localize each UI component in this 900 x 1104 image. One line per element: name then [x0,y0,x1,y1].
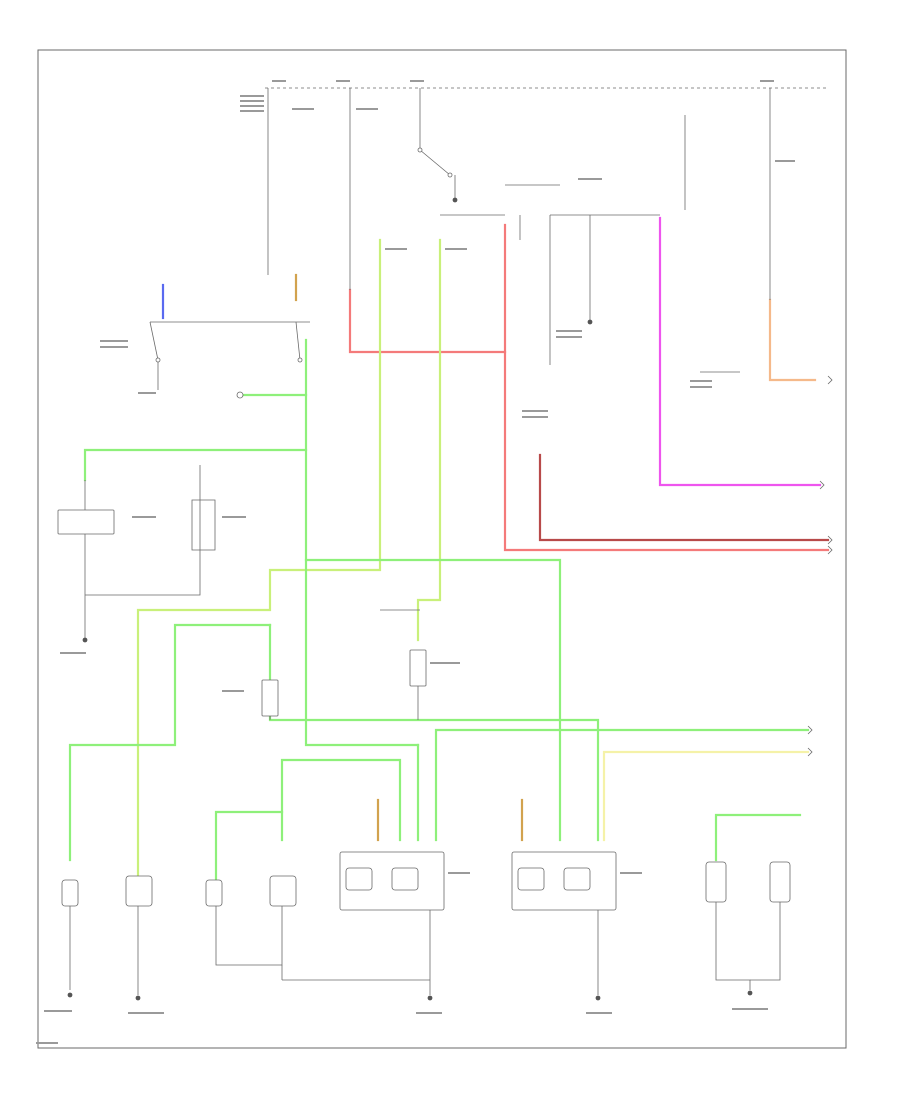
dark-red-wires [538,453,830,542]
ground-symbols [67,197,753,1001]
diagram-frame [37,49,847,1049]
yellow-green-wires [136,238,442,882]
components [57,147,791,911]
label-marks [36,80,795,1044]
connector-arrows [807,375,833,757]
tan-wires [294,273,524,842]
light-yellow-wires [602,750,810,842]
red-wires [348,223,830,552]
green-wires [68,338,810,882]
magenta-wire [658,216,822,487]
orange-wire [768,298,817,382]
